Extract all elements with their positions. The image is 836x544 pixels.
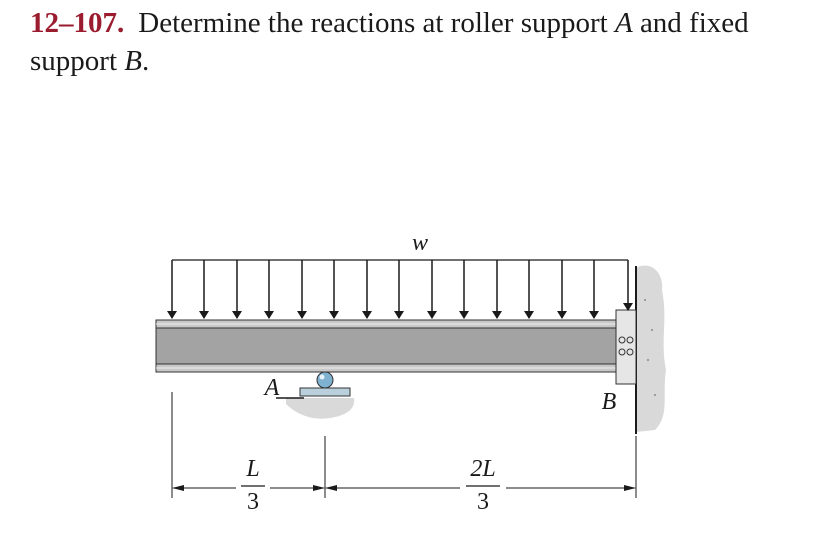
dimension-lines — [171, 392, 637, 498]
support-b-label: B — [602, 389, 617, 415]
problem-statement: 12–107. Determine the reactions at roller… — [30, 4, 820, 80]
dim-left-numerator: L — [245, 456, 259, 482]
distributed-load — [167, 259, 633, 319]
problem-text-2: and fixed support — [30, 7, 749, 77]
problem-text-3: . — [141, 45, 150, 77]
beam — [155, 319, 637, 373]
problem-text-1: Determine the reactions at roller suppor… — [138, 7, 615, 39]
fixed-wall — [635, 265, 666, 434]
end-connection — [615, 309, 637, 385]
dim-right-numerator: 2L — [470, 456, 495, 482]
dim-right-denominator: 3 — [477, 489, 489, 515]
problem-number: 12–107. — [30, 7, 125, 39]
roller-support-a — [299, 371, 351, 397]
load-label: w — [412, 230, 428, 256]
dim-left-denominator: 3 — [247, 489, 259, 515]
problem-var-b: B — [124, 45, 142, 77]
problem-var-a: A — [614, 7, 633, 39]
dim-right-fraction: 2L 3 — [466, 456, 500, 515]
ground-a — [286, 398, 355, 419]
support-a-label: A — [263, 375, 280, 401]
dim-left-fraction: L 3 — [241, 456, 265, 515]
